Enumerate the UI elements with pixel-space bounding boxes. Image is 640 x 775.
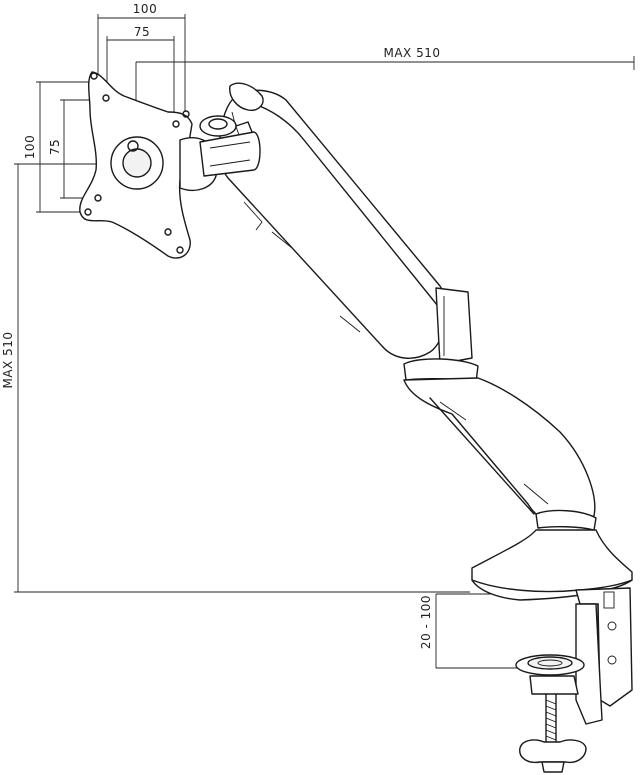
vesa-plate [79,71,193,259]
label-vesa-width-100: 100 [133,2,157,16]
upper-arm [218,82,447,359]
label-max-height-vertical: MAX 510 [1,331,15,388]
label-vesa-width-75: 75 [134,25,150,39]
tilt-head [179,115,261,192]
desk-clamp [515,587,633,773]
label-max-reach-horizontal: MAX 510 [383,46,440,60]
label-vesa-height-100: 100 [23,135,37,159]
label-vesa-height-75: 75 [48,139,62,155]
label-clamp-range: 20 - 100 [419,595,433,649]
lower-arm [403,377,597,531]
base [471,529,633,601]
